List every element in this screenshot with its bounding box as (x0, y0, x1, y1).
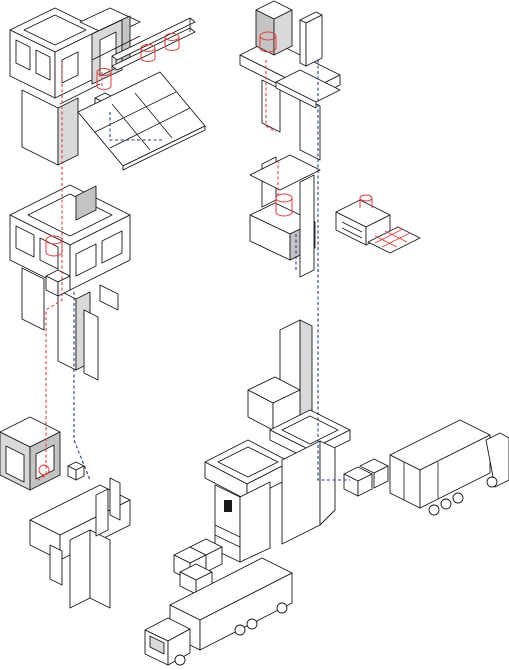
upper-right-module (239, 0, 341, 161)
flow-lines (37, 60, 350, 481)
truck-bottom (144, 557, 293, 666)
truck-right (389, 419, 509, 516)
conveyor-rail (77, 17, 206, 171)
middle-left-module (9, 184, 131, 381)
stacking-tray-unit (335, 194, 421, 254)
central-tower (204, 319, 351, 563)
lower-left-module (0, 416, 131, 609)
upper-left-module (9, 7, 141, 166)
middle-right-module (249, 154, 321, 278)
crate-stack (173, 458, 389, 595)
